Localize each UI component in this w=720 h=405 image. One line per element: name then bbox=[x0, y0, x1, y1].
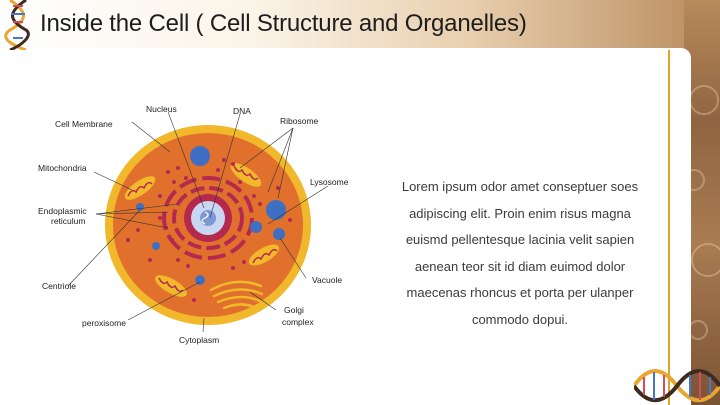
animal-cell-diagram: Nucleus DNA Ribosome Cell Membrane Mitoc… bbox=[38, 104, 349, 345]
label-cell-membrane: Cell Membrane bbox=[55, 119, 113, 129]
dna-strand bbox=[201, 211, 209, 225]
label-nucleus: Nucleus bbox=[146, 104, 177, 114]
er-inner-ring bbox=[172, 186, 244, 250]
label-er-line2: reticulum bbox=[51, 216, 85, 226]
label-vacuole: Vacuole bbox=[312, 275, 342, 285]
vacuole bbox=[190, 146, 210, 166]
lysosome bbox=[266, 200, 286, 220]
leader-lines bbox=[67, 111, 329, 333]
mitochondrion bbox=[155, 275, 187, 297]
header-band bbox=[0, 0, 720, 50]
mitochondrion bbox=[248, 244, 280, 266]
label-er-line1: Endoplasmic bbox=[38, 206, 87, 216]
label-ribosome: Ribosome bbox=[280, 116, 319, 126]
slide-title: Inside the Cell ( Cell Structure and Org… bbox=[40, 10, 527, 37]
peroxisome bbox=[136, 203, 144, 211]
label-mitochondria: Mitochondria bbox=[38, 163, 87, 173]
accent-divider-line bbox=[668, 50, 670, 405]
label-golgi-line2: complex bbox=[282, 317, 314, 327]
dna-strand-decoration bbox=[634, 369, 720, 403]
peroxisome bbox=[195, 275, 205, 285]
label-dna: DNA bbox=[233, 106, 251, 116]
nucleolus bbox=[200, 210, 216, 226]
label-peroxisome: peroxisome bbox=[82, 318, 126, 328]
label-centriole: Centriole bbox=[42, 281, 76, 291]
label-golgi-line1: Golgi bbox=[284, 305, 304, 315]
label-lysosome: Lysosome bbox=[310, 177, 349, 187]
golgi-complex bbox=[209, 280, 264, 312]
body-paragraph: Lorem ipsum odor amet conseptuer soes ad… bbox=[401, 179, 639, 327]
mitochondrion bbox=[230, 163, 262, 187]
ribosomes bbox=[126, 158, 292, 302]
label-cytoplasm: Cytoplasm bbox=[179, 335, 219, 345]
mitochondrion bbox=[124, 176, 156, 200]
lysosome bbox=[250, 221, 262, 233]
endoplasmic-reticulum bbox=[162, 176, 254, 260]
centriole bbox=[152, 242, 160, 250]
vacuole bbox=[273, 228, 285, 240]
dna-helix-icon bbox=[4, 0, 30, 50]
